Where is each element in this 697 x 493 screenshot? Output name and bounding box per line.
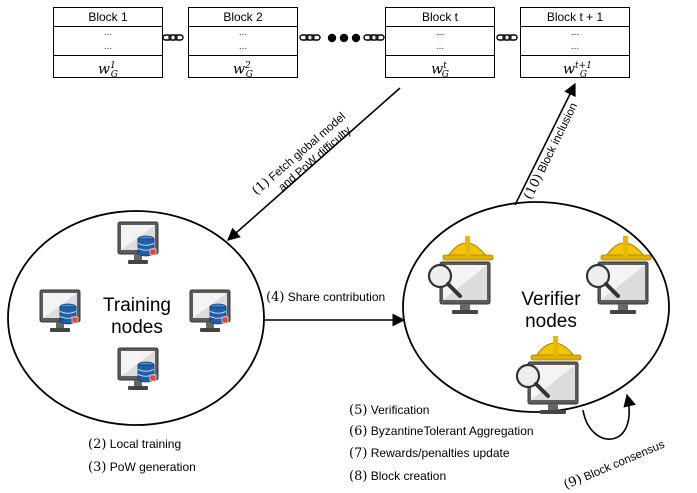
block-2: Block 2 ... ... w2G [188, 7, 298, 80]
chain-link-t-t1 [496, 34, 518, 41]
block-weight: wt+1G [521, 55, 629, 80]
chain-link-1-2 [162, 34, 184, 41]
block-content: ... [435, 27, 445, 38]
step-byzantine-aggregation: (6) ByzantineTolerant Aggregation [349, 424, 534, 439]
block-content: ... [238, 27, 248, 38]
chain-ellipsis [327, 33, 361, 43]
step-pow-generation: (3) PoW generation [88, 460, 196, 475]
block-t-plus-1: Block t + 1 ... ... wt+1G [520, 7, 630, 80]
block-title: Block t [386, 8, 494, 27]
block-1: Block 1 ... ... w1G [53, 7, 163, 80]
block-weight: wtG [386, 55, 494, 80]
block-title: Block 2 [189, 8, 297, 27]
block-title: Block t + 1 [521, 8, 629, 27]
block-weight: w1G [54, 55, 162, 80]
share-label: (4) Share contribution [266, 290, 386, 305]
block-t: Block t ... ... wtG [385, 7, 495, 80]
training-nodes-title: Training nodes [103, 295, 171, 338]
verifier-nodes-title: Verifier nodes [521, 289, 581, 332]
block-content: ... [435, 41, 445, 52]
block-weight: w2G [189, 55, 297, 80]
step-rewards-update: (7) Rewards/penalties update [349, 446, 510, 461]
chain-link-ellipsis-t [363, 34, 385, 41]
block-content: ... [570, 41, 580, 52]
block-content: ... [103, 27, 113, 38]
consensus-loop-arrow [582, 393, 636, 440]
step-local-training: (2) Local training [88, 437, 182, 452]
block-content: ... [238, 41, 248, 52]
chain-link-2-ellipsis [299, 34, 321, 41]
step-block-creation: (8) Block creation [349, 469, 447, 484]
fetch-arrow [227, 87, 401, 241]
inclusion-arrow [514, 82, 576, 206]
step-verification: (5) Verification [349, 403, 430, 418]
training-nodes-ellipse [7, 210, 265, 426]
block-title: Block 1 [54, 8, 162, 27]
block-content: ... [570, 27, 580, 38]
block-content: ... [103, 41, 113, 52]
